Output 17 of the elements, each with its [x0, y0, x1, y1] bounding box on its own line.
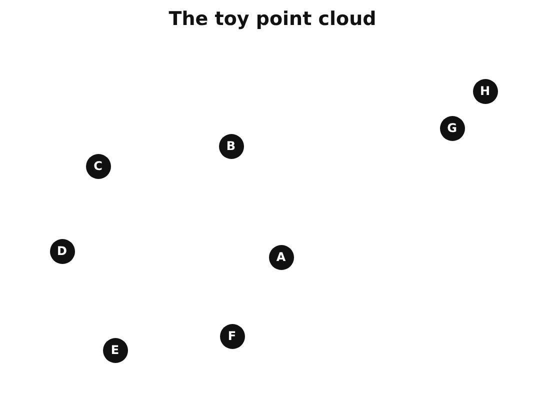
point-label: H	[480, 85, 490, 97]
point-label: A	[276, 251, 286, 263]
point-marker	[268, 244, 294, 270]
chart-title: The toy point cloud	[168, 8, 376, 30]
point-label: D	[57, 245, 67, 257]
point-label: C	[94, 160, 102, 172]
point-label: G	[447, 122, 457, 134]
point-marker	[440, 116, 464, 140]
point-marker	[472, 78, 498, 104]
point-marker	[50, 238, 74, 264]
point-marker	[218, 134, 244, 158]
point-label: E	[110, 344, 120, 356]
point-marker	[86, 154, 110, 178]
point-label: B	[226, 140, 236, 152]
point-marker	[102, 338, 128, 362]
point-label: F	[228, 330, 236, 342]
point-marker	[220, 324, 244, 348]
